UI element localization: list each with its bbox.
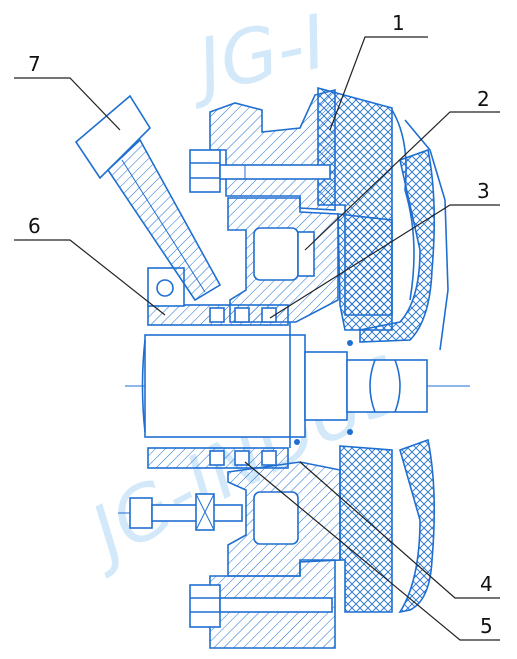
- bearing-housing-lower: [227, 445, 393, 613]
- leader-lines: [14, 36, 500, 641]
- packing-upper: [147, 267, 289, 326]
- watermark-top: JG-I: [178, 0, 334, 112]
- callout-6: 6: [28, 214, 41, 238]
- housing-lower: [189, 559, 336, 649]
- cover-right: [359, 119, 449, 614]
- callout-3: 3: [477, 179, 490, 203]
- shaft: [125, 322, 470, 448]
- callout-5: 5: [480, 614, 493, 638]
- bolt-lower-left: [118, 493, 243, 531]
- packing-lower: [147, 447, 289, 469]
- seal-lower: [347, 429, 353, 435]
- callout-7: 7: [28, 52, 41, 76]
- callout-1: 1: [392, 11, 405, 35]
- seal-ring-lower: [294, 439, 300, 445]
- bolt-upper: [189, 149, 331, 193]
- callout-2: 2: [477, 87, 490, 111]
- bearing-housing-upper: [227, 197, 393, 331]
- seal-upper: [347, 340, 353, 346]
- lubricator: [74, 94, 222, 302]
- callout-4: 4: [480, 572, 493, 596]
